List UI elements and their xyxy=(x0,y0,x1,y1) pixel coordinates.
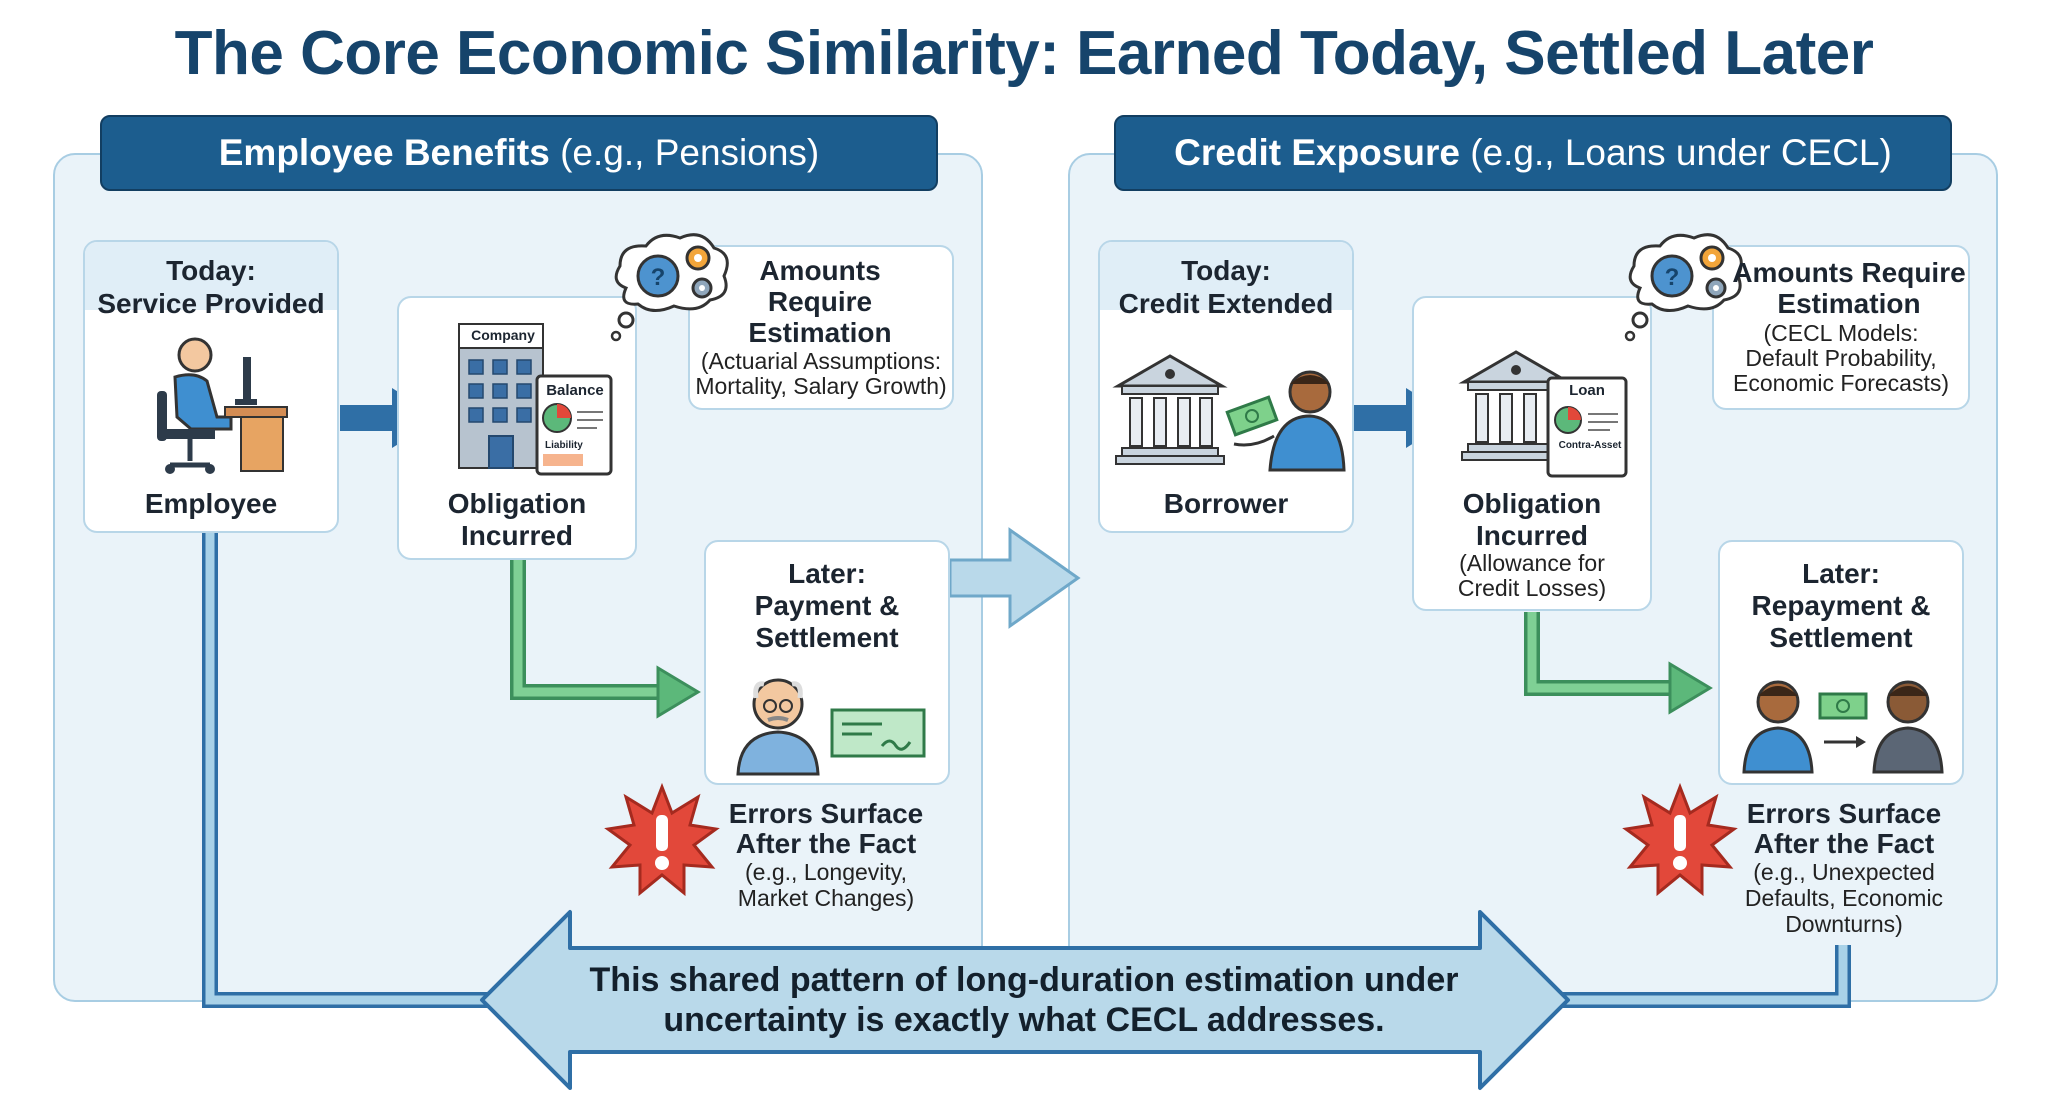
obligation-detail1: (Allowance for xyxy=(1414,550,1650,576)
svg-text:?: ? xyxy=(1665,264,1680,291)
loan-doc-title: Loan xyxy=(1548,382,1626,399)
later-settlement-box: Later: Payment & Settlement xyxy=(704,540,950,785)
obligation-allowance-box: Loan Contra-Asset Obligation Incurred (A… xyxy=(1412,296,1652,611)
company-label: Company xyxy=(463,327,543,343)
errors-detail1: (e.g., Longevity, xyxy=(706,859,946,885)
errors-detail2: Market Changes) xyxy=(706,885,946,911)
borrower-label: Borrower xyxy=(1100,488,1352,520)
errors-line2: After the Fact xyxy=(706,828,946,860)
obligation-line1: Obligation xyxy=(399,488,635,520)
later-line3: Settlement xyxy=(1720,622,1962,654)
alert-burst-icon xyxy=(606,785,718,897)
green-elbow-right xyxy=(1532,612,1672,688)
errors-detail2: Defaults, Economic xyxy=(1722,885,1966,911)
alert-burst-icon xyxy=(1624,785,1736,897)
liability-doc-tag: Liability xyxy=(545,440,597,451)
left-bracket-line xyxy=(210,530,500,1000)
obligation-line1: Obligation xyxy=(1414,488,1650,520)
green-elbow-left-inner xyxy=(518,560,660,692)
thought-cloud-gears-icon: ? xyxy=(606,228,736,343)
estimate-detail2: Mortality, Salary Growth) xyxy=(690,373,952,399)
obligation-line2: Incurred xyxy=(1414,520,1650,552)
estimate-detail1: (CECL Models: xyxy=(1714,320,1968,346)
today-credit-box: Today: Credit Extended Borrower xyxy=(1098,240,1354,533)
estimate-detail3: Economic Forecasts) xyxy=(1714,370,1968,396)
errors-line1: Errors Surface xyxy=(706,798,946,830)
middle-transition-arrow xyxy=(950,530,1078,626)
estimate-line2: Estimation xyxy=(1724,288,1974,320)
bank-loan-doc-icon xyxy=(1460,348,1630,478)
today-service-box: Today: Service Provided Employee xyxy=(83,240,339,533)
repayment-exchange-icon xyxy=(1740,668,1946,778)
estimate-line2: Require xyxy=(720,286,920,318)
later-line1: Later: xyxy=(706,558,948,590)
banner-line2: uncertainty is exactly what CECL address… xyxy=(540,1000,1508,1040)
errors-detail1: (e.g., Unexpected xyxy=(1722,859,1966,885)
green-arrowhead-right xyxy=(1670,664,1710,712)
later-line2: Repayment & xyxy=(1720,590,1962,622)
retiree-with-check-icon xyxy=(732,668,932,778)
employee-at-desk-icon xyxy=(135,337,295,477)
contra-asset-doc-tag: Contra-Asset xyxy=(1552,440,1628,451)
company-building-icon xyxy=(459,324,619,476)
banner-line1: This shared pattern of long-duration est… xyxy=(540,960,1508,1000)
employee-label: Employee xyxy=(85,488,337,520)
obligation-line2: Incurred xyxy=(399,520,635,552)
obligation-detail2: Credit Losses) xyxy=(1414,575,1650,601)
estimate-line1: Amounts xyxy=(720,255,920,287)
estimate-line3: Estimation xyxy=(720,317,920,349)
green-elbow-left xyxy=(518,560,660,692)
bank-lending-icon xyxy=(1114,352,1344,472)
today-header: Today: Service Provided xyxy=(85,242,337,310)
right-bracket-inner xyxy=(1555,945,1843,1000)
today-title: Today: xyxy=(85,254,337,287)
later-line1: Later: xyxy=(1720,558,1962,590)
estimate-detail1: (Actuarial Assumptions: xyxy=(690,348,952,374)
later-repayment-box: Later: Repayment & Settlement xyxy=(1718,540,1964,785)
errors-line2: After the Fact xyxy=(1722,828,1966,860)
green-arrowhead-left xyxy=(658,668,698,716)
later-line2: Payment & xyxy=(706,590,948,622)
estimate-detail2: Default Probability, xyxy=(1714,345,1968,371)
today-title: Today: xyxy=(1100,254,1352,287)
later-line3: Settlement xyxy=(706,622,948,654)
today-header: Today: Credit Extended xyxy=(1100,242,1352,310)
today-subtitle: Credit Extended xyxy=(1100,287,1352,320)
today-subtitle: Service Provided xyxy=(85,287,337,320)
obligation-box: Company Balance Liability Obligation Inc… xyxy=(397,296,637,560)
balance-doc-title: Balance xyxy=(539,382,611,399)
errors-detail3: Downturns) xyxy=(1722,911,1966,937)
right-bracket-line xyxy=(1555,945,1843,1000)
green-elbow-right-inner xyxy=(1532,612,1672,688)
svg-text:?: ? xyxy=(651,264,666,291)
errors-line1: Errors Surface xyxy=(1722,798,1966,830)
left-bracket-inner xyxy=(210,530,500,1000)
estimate-line1: Amounts Require xyxy=(1724,257,1974,289)
